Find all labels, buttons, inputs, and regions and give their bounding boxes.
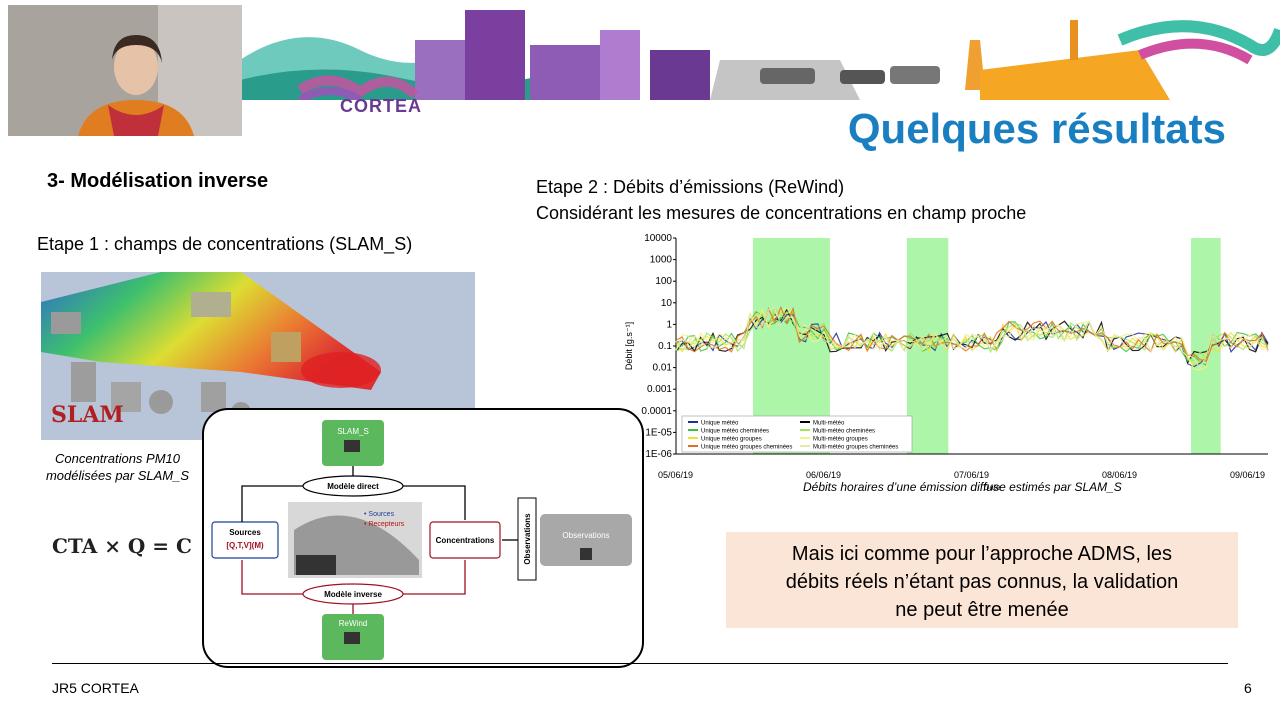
note-line-1: Mais ici comme pour l’approche ADMS, les [791,543,1173,565]
y-tick-label: 1E-05 [645,427,672,438]
modele-inverse-label: Modèle inverse [324,590,382,599]
chart-caption: Débits horaires d’une émission diffuse e… [803,480,1122,494]
slam-logo: SLAM [51,402,124,428]
x-axis-label: Date [984,483,1001,492]
modele-direct-label: Modèle direct [327,482,379,491]
y-tick-label: 1000 [650,255,673,266]
legend-entry: Multi-météo [813,421,845,427]
presenter-video [8,5,242,136]
y-tick-label: 1 [666,319,672,330]
y-tick-label: 10 [661,298,673,309]
x-tick-label: 05/06/19 [658,470,693,480]
inverse-model-diagram: SLAM_S ReWind Modèle direct Modèle inver… [202,408,644,668]
page-number: 6 [1244,680,1252,696]
y-tick-label: 10000 [644,233,672,244]
footer-divider [52,663,1228,664]
y-tick-label: 1E-06 [645,449,672,460]
concentrations-label: Concentrations [436,536,495,545]
series-line [675,306,1269,371]
legend-box [681,415,913,453]
slam-box-label: SLAM_S [337,427,369,436]
observations-vertical-label: Observations [523,513,532,565]
legend-entry: Unique météo groupes [701,437,762,443]
note-line-3: ne peut être menée [895,599,1069,621]
legend-recepteurs: • Recepteurs [364,521,405,528]
header-banner [240,10,1280,100]
sources-label: Sources [229,528,261,537]
note-line-2: débits réels n’étant pas connus, la vali… [785,571,1179,593]
cortea-logo: CORTEA [340,96,422,116]
x-tick-label: 06/06/19 [806,470,841,480]
y-tick-label: 0.001 [647,384,672,395]
legend-entry: Unique météo [701,421,739,427]
sources-params: [Q,T,V](M) [226,541,264,550]
section-heading: 3- Modélisation inverse [47,170,269,192]
legend-entry: Multi-météo groupes cheminées [813,445,898,451]
debit-chart: 10000 1000 100 10 1 0.1 0.01 0.001 0.0001 1E-05 1E… [620,228,1280,498]
webcam-feed [8,5,242,136]
note-box: Mais ici comme pour l’approche ADMS, les… [726,532,1238,628]
highlight-band [1191,238,1221,454]
footer-label: JR5 CORTEA [52,680,139,696]
formula: CTA × Q = C [52,534,192,558]
legend-entry: Multi-météo cheminées [813,429,875,435]
y-axis-label: Débit [g.s⁻¹] [624,322,634,370]
legend-entry: Unique météo cheminées [701,429,769,435]
etape2-subheading: Considérant les mesures de concentration… [536,203,1027,223]
slide-title: Quelques résultats [847,105,1226,152]
y-tick-label: 0.0001 [641,406,672,417]
y-tick-label: 100 [655,276,672,287]
legend-entry: Multi-météo groupes [813,437,868,443]
y-tick-label: 0.01 [653,363,673,374]
highlight-band [906,238,949,454]
legend-sources: • Sources [364,511,395,518]
image-caption: Concentrations PM10 modélisées par SLAM_… [45,451,190,483]
x-tick-label: 07/06/19 [954,470,989,480]
etape1-heading: Etape 1 : champs de concentrations (SLAM… [37,234,413,254]
x-tick-label: 09/06/19 [1230,470,1265,480]
x-tick-label: 08/06/19 [1102,470,1137,480]
concentration-field-image: SLAM [41,272,475,440]
rewind-box-label: ReWind [339,619,367,628]
legend-entry: Unique météo groupes cheminées [701,445,792,451]
observations-box-label: Observations [562,531,609,540]
y-tick-label: 0.1 [658,341,672,352]
etape2-heading: Etape 2 : Débits d’émissions (ReWind) [536,177,845,197]
